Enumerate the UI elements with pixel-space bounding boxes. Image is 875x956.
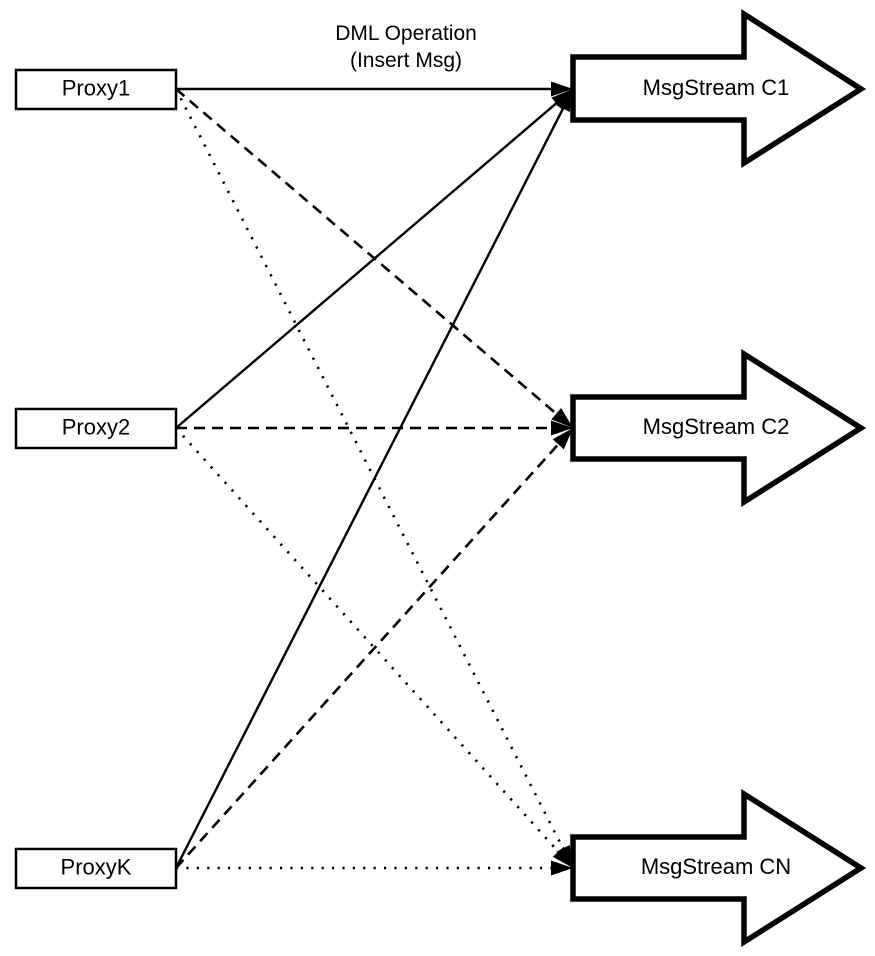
dml-operation-label: DML Operation (Insert Msg) [335, 22, 477, 72]
arrowhead-proxyk-cn [551, 860, 573, 876]
arrowhead-proxy2-c2 [551, 420, 573, 436]
msgstream-nodes-layer: MsgStream C1 MsgStream C2 MsgStream CN [570, 8, 867, 947]
connection-proxy2-c1 [175, 99, 561, 429]
connection-proxyk-c1 [174, 103, 567, 869]
arrowhead-proxy2-cn [552, 846, 573, 868]
proxy-node-proxy1[interactable]: Proxy1 [14, 68, 178, 111]
proxy-node-proxyk[interactable]: ProxyK [14, 847, 178, 890]
connection-proxy1-c2 [175, 88, 561, 418]
msgstream-label: MsgStream C2 [643, 414, 790, 439]
connection-proxy1-cn [174, 88, 567, 854]
arrowhead-proxyk-c1 [556, 89, 573, 113]
proxy-label: Proxy1 [62, 75, 130, 100]
proxy-label: ProxyK [61, 854, 132, 879]
dml-operation-label-line2: (Insert Msg) [350, 49, 462, 72]
arrowhead-proxyk-c2 [552, 428, 573, 450]
arrowheads-layer [551, 81, 573, 876]
arrowhead-proxy2-c1 [551, 89, 573, 109]
arrowhead-proxy1-c1 [551, 81, 573, 97]
msgstream-label: MsgStream C1 [643, 75, 790, 100]
proxy-node-proxy2[interactable]: Proxy2 [14, 407, 178, 450]
msgstream-arrow-shape [570, 8, 867, 168]
proxy-box-rect [14, 407, 178, 450]
msgstream-arrow-shape [570, 789, 867, 947]
msgstream-label: MsgStream CN [641, 854, 791, 879]
connection-proxyk-c2 [175, 439, 563, 869]
arrowhead-proxy1-c2 [551, 408, 573, 428]
proxy-box-rect [14, 847, 178, 890]
msgstream-arrow-shape [570, 349, 867, 507]
connection-proxy2-cn [175, 427, 563, 857]
msgstream-node-stream_c1[interactable]: MsgStream C1 [570, 8, 867, 168]
dml-operation-label-line1: DML Operation [335, 22, 477, 45]
msgstream-node-stream_cn[interactable]: MsgStream CN [570, 789, 867, 947]
proxy-box-rect [14, 68, 178, 111]
proxy-label: Proxy2 [62, 414, 130, 439]
msgstream-node-stream_c2[interactable]: MsgStream C2 [570, 349, 867, 507]
connections-layer [174, 87, 567, 870]
